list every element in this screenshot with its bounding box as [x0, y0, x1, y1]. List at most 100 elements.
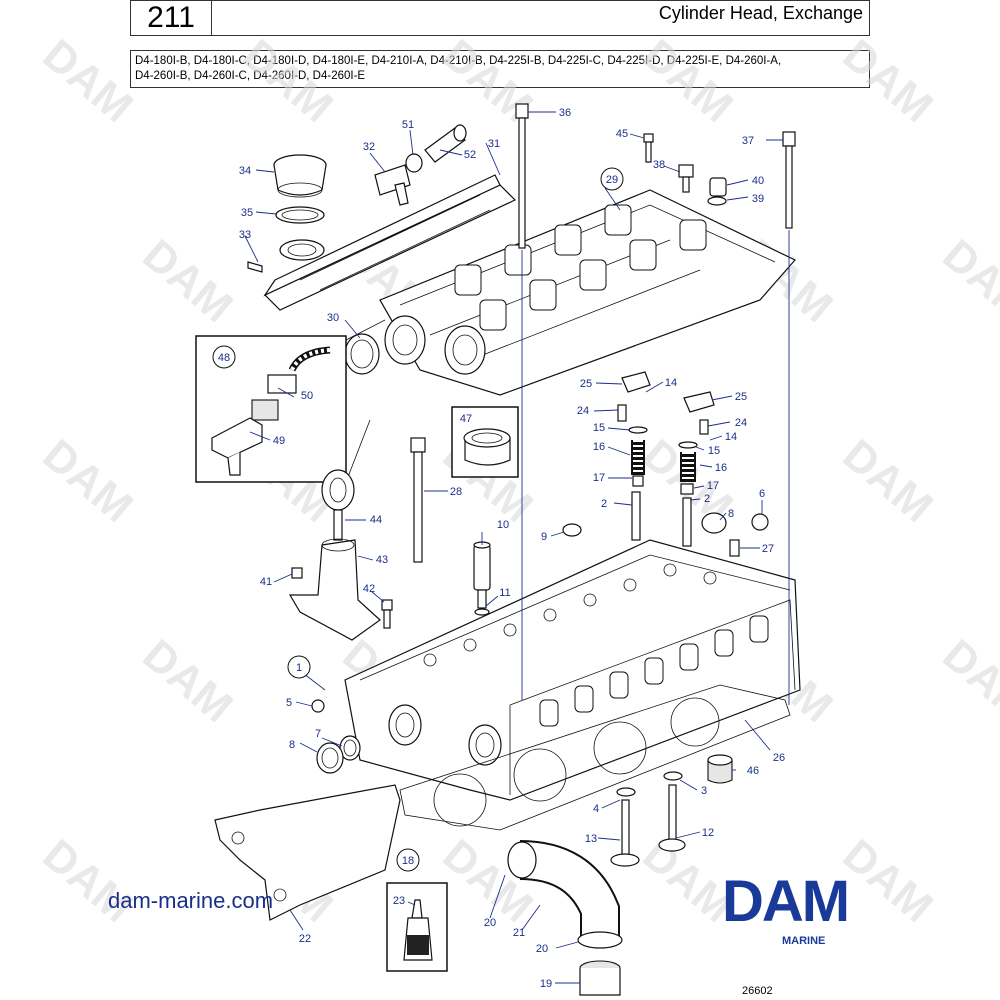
- callout-15: 15: [593, 422, 605, 434]
- watermark-text: DAM: [34, 830, 142, 932]
- callout-29: 29: [606, 174, 618, 186]
- callout-38: 38: [653, 159, 665, 171]
- callout-26: 26: [773, 752, 785, 764]
- callout-16: 16: [715, 462, 727, 474]
- page-number: 211: [130, 0, 212, 36]
- seal-kit-inset: [451, 406, 519, 478]
- callout-23: 23: [393, 895, 405, 907]
- watermark-text: DAM: [34, 430, 142, 532]
- callout-14: 14: [665, 377, 677, 389]
- sealant-inset: [386, 882, 448, 972]
- callout-4: 4: [593, 803, 599, 815]
- callout-27: 27: [762, 543, 774, 555]
- callout-36: 36: [559, 107, 571, 119]
- callout-45: 45: [616, 128, 628, 140]
- callout-7: 7: [315, 728, 321, 740]
- valve-train: [562, 371, 769, 557]
- mounting-bracket: [214, 784, 401, 921]
- callout-11: 11: [499, 587, 510, 599]
- callout-1: 1: [296, 662, 302, 674]
- callout-47: 47: [460, 413, 472, 425]
- callout-8: 8: [289, 739, 295, 751]
- drawing-reference: 26602: [742, 985, 773, 997]
- callout-16: 16: [593, 441, 605, 453]
- oil-separator-cover: [263, 174, 517, 311]
- callout-9: 9: [541, 531, 547, 543]
- model-list-line-2: D4-260I-B, D4-260I-C, D4-260I-D, D4-260I…: [135, 70, 366, 82]
- callout-25: 25: [580, 378, 592, 390]
- callout-28: 28: [450, 486, 462, 498]
- watermark-text: DAM: [934, 230, 1000, 332]
- small-seals: [311, 699, 361, 774]
- head-bolt: [410, 437, 426, 563]
- callout-2: 2: [601, 498, 607, 510]
- valve-cover: [379, 189, 796, 396]
- callout-17: 17: [707, 480, 719, 492]
- watermark-text: DAM: [134, 230, 242, 332]
- callout-30: 30: [327, 312, 339, 324]
- parts-drawing: [195, 103, 801, 996]
- watermark-text: DAM: [34, 30, 142, 132]
- lifting-bracket: [288, 469, 393, 641]
- callout-43: 43: [376, 554, 388, 566]
- page-title: Cylinder Head, Exchange: [212, 0, 870, 36]
- callout-24: 24: [577, 405, 589, 417]
- callout-46: 46: [747, 765, 759, 777]
- watermark-text: DAM: [834, 30, 942, 132]
- callout-20: 20: [536, 943, 548, 955]
- callout-6: 6: [759, 488, 765, 500]
- callout-15: 15: [708, 445, 720, 457]
- long-bolts: [515, 103, 796, 249]
- callout-2: 2: [704, 493, 710, 505]
- dam-logo: DAM: [722, 869, 850, 934]
- callout-19: 19: [540, 978, 552, 990]
- breather-fitting: [374, 124, 467, 206]
- watermark-text: DAM: [134, 630, 242, 732]
- leader-lines: [244, 111, 790, 984]
- callout-24: 24: [735, 417, 747, 429]
- callout-50: 50: [301, 390, 313, 402]
- callout-10: 10: [497, 519, 509, 531]
- callout-17: 17: [593, 472, 605, 484]
- callout-48: 48: [218, 352, 230, 364]
- head-gasket: [399, 684, 791, 831]
- valves: [610, 754, 733, 867]
- callout-22: 22: [299, 933, 311, 945]
- website-link[interactable]: dam-marine.com: [108, 888, 274, 913]
- callout-35: 35: [241, 207, 253, 219]
- seal-ring-30: [344, 333, 380, 375]
- callout-13: 13: [585, 833, 597, 845]
- oil-filler-cap: [247, 154, 327, 273]
- callout-49: 49: [273, 435, 285, 447]
- watermark-text: DAM: [834, 430, 942, 532]
- callout-8: 8: [728, 508, 734, 520]
- callout-18: 18: [402, 855, 414, 867]
- callout-37: 37: [742, 135, 754, 147]
- dam-logo-subtext: MARINE: [782, 935, 826, 947]
- callout-39: 39: [752, 193, 764, 205]
- callout-32: 32: [363, 141, 375, 153]
- model-list-line-1: D4-180I-B, D4-180I-C, D4-180I-D, D4-180I…: [135, 55, 782, 67]
- coolant-hose: [507, 840, 623, 996]
- callout-14: 14: [725, 431, 737, 443]
- callout-34: 34: [239, 165, 251, 177]
- watermark-text: DAM: [934, 630, 1000, 732]
- callout-12: 12: [702, 827, 714, 839]
- injector-sleeve: [473, 541, 491, 616]
- callout-25: 25: [735, 391, 747, 403]
- callout-21: 21: [513, 927, 525, 939]
- callout-44: 44: [370, 514, 382, 526]
- callout-40: 40: [752, 175, 764, 187]
- model-list: D4-180I-B, D4-180I-C, D4-180I-D, D4-180I…: [130, 50, 870, 88]
- callout-33: 33: [239, 229, 251, 241]
- callout-3: 3: [701, 785, 707, 797]
- cylinder-head: [344, 539, 801, 801]
- watermark-text: DAM: [834, 830, 942, 932]
- watermark-text: DAM: [234, 30, 342, 132]
- callout-labels: 1 2 2 3 4 5 6 7 8 8 9 10 11 12 13 14 14 …: [212, 107, 785, 990]
- callout-42: 42: [363, 583, 375, 595]
- callout-5: 5: [286, 697, 292, 709]
- callout-20: 20: [484, 917, 496, 929]
- watermark-text: DAM: [634, 30, 742, 132]
